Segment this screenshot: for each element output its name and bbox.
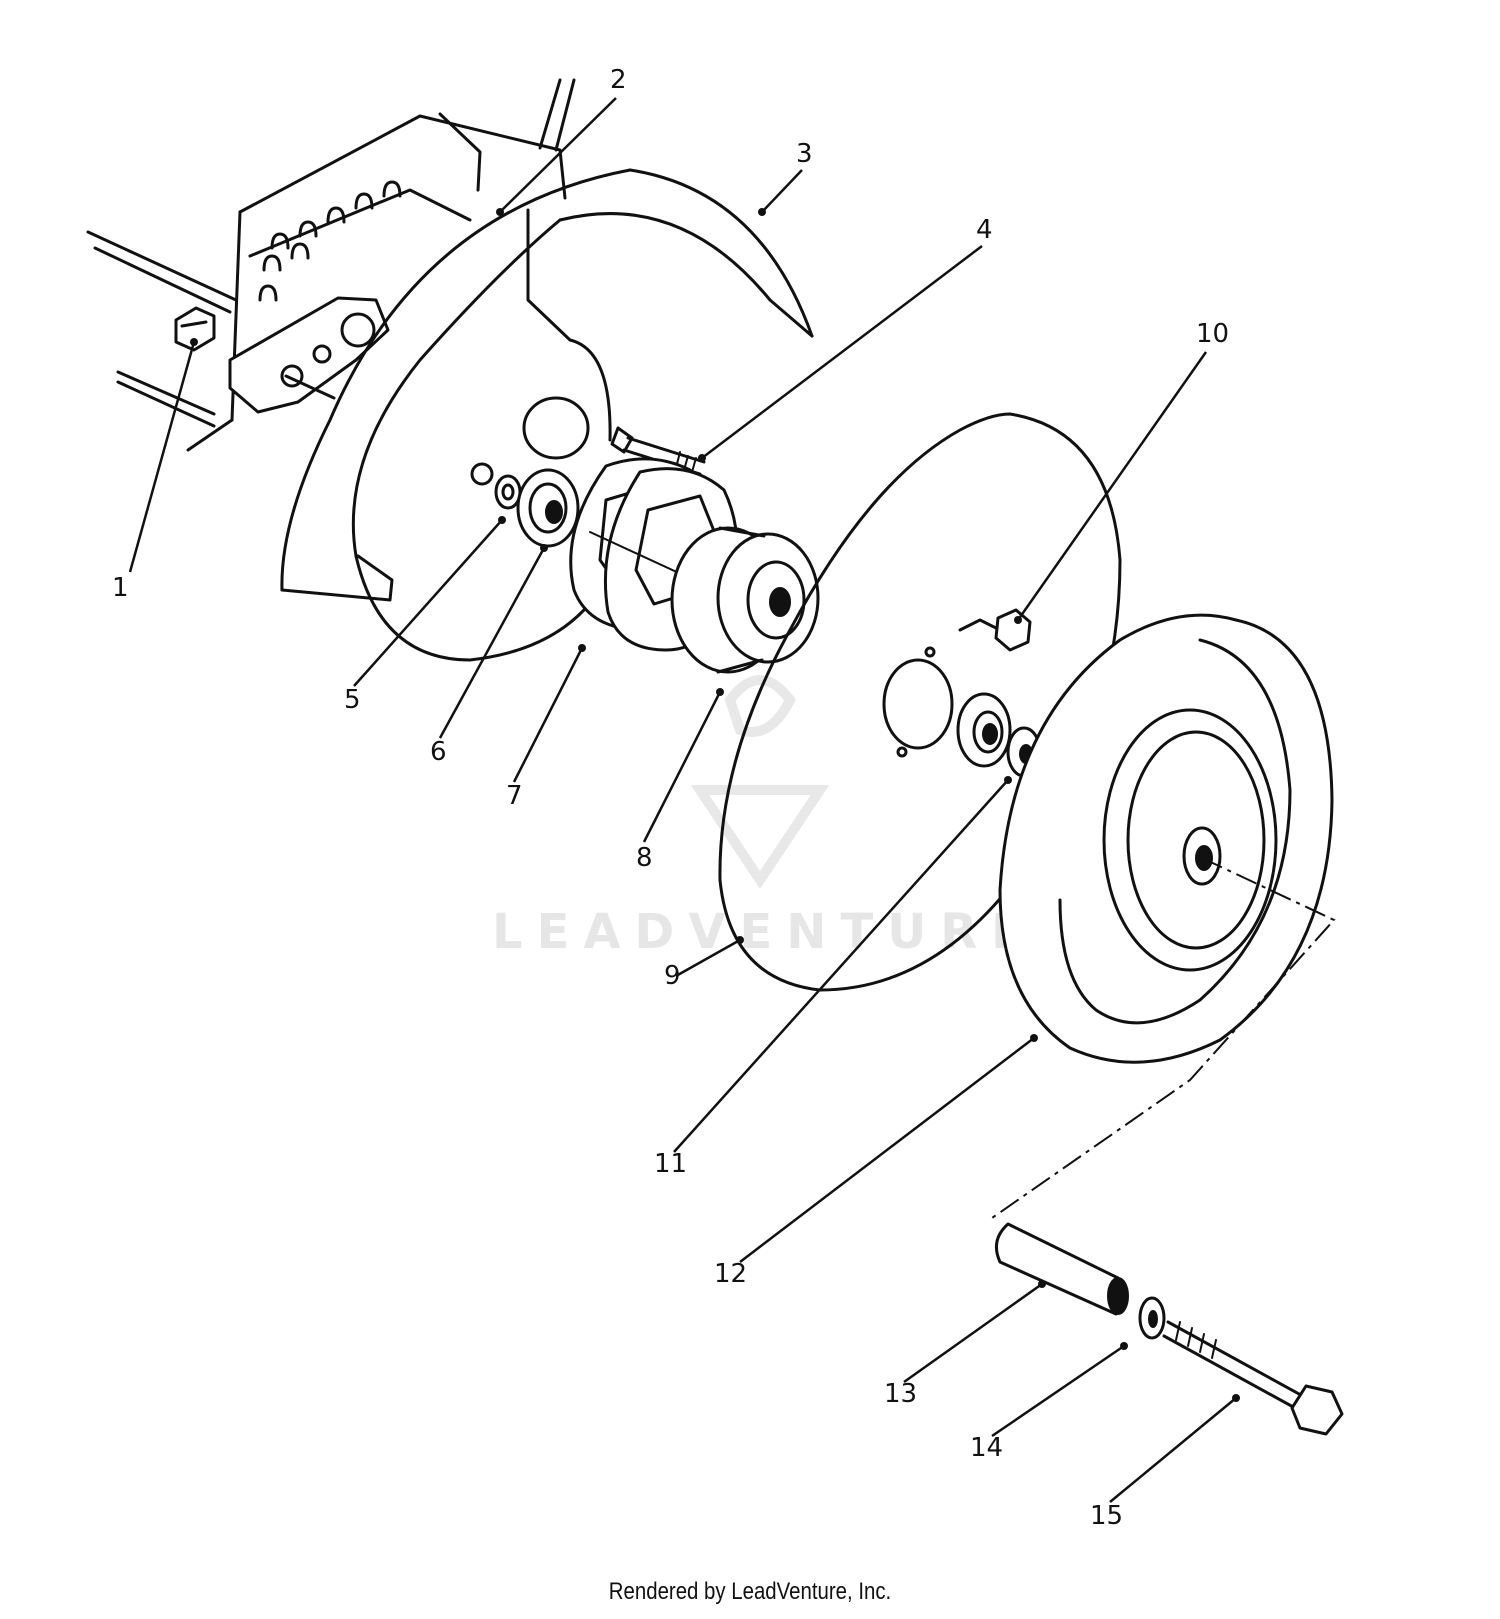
nut-part-1 bbox=[174, 306, 216, 352]
callout-6: 6 bbox=[430, 737, 447, 767]
watermark-logo bbox=[690, 675, 830, 890]
washer-part-14 bbox=[1138, 1296, 1166, 1340]
callout-4: 4 bbox=[976, 215, 993, 245]
bearing-part-6 bbox=[516, 468, 580, 548]
callout-12: 12 bbox=[714, 1259, 747, 1289]
callout-3: 3 bbox=[796, 139, 813, 169]
callout-2: 2 bbox=[610, 65, 627, 95]
deck-housing bbox=[86, 78, 576, 452]
callout-13: 13 bbox=[884, 1379, 917, 1409]
disc-part-9 bbox=[718, 412, 1122, 992]
hub-part-8 bbox=[670, 526, 820, 674]
callout-9: 9 bbox=[664, 961, 681, 991]
ring-part-5 bbox=[470, 462, 522, 510]
callout-7: 7 bbox=[506, 781, 523, 811]
callout-5: 5 bbox=[344, 685, 361, 715]
callout-15: 15 bbox=[1090, 1501, 1123, 1531]
callout-leaders bbox=[128, 97, 1240, 1503]
footer-credit: Rendered by LeadVenture, Inc. bbox=[608, 1578, 892, 1605]
callout-10: 10 bbox=[1196, 319, 1229, 349]
callout-1: 1 bbox=[112, 573, 129, 603]
wheel-shield-part-3 bbox=[280, 168, 814, 662]
watermark: LEADVENTURE bbox=[492, 675, 1038, 960]
callout-14: 14 bbox=[970, 1433, 1003, 1463]
watermark-text: LEADVENTURE bbox=[492, 904, 1038, 960]
callout-11: 11 bbox=[654, 1149, 687, 1179]
wheel-part-12 bbox=[998, 613, 1334, 1064]
callout-8: 8 bbox=[636, 843, 653, 873]
callout-labels: 1 2 3 4 5 6 7 8 9 10 11 12 13 14 15 bbox=[112, 65, 1229, 1531]
spacer-part-13 bbox=[994, 1222, 1129, 1316]
bolt-part-15 bbox=[1162, 1320, 1344, 1436]
